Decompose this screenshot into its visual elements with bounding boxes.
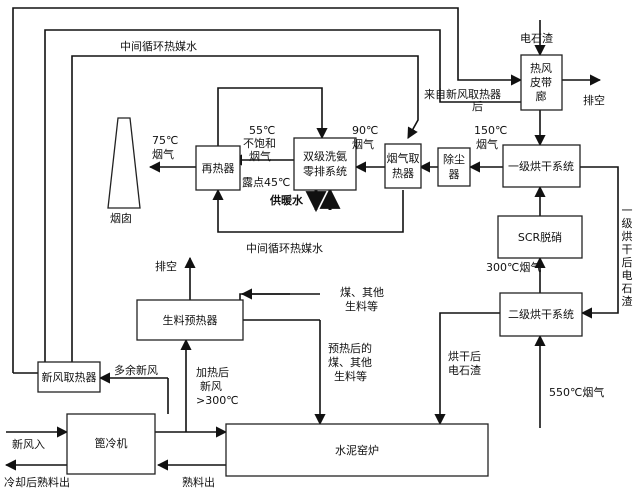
flue75-label-2: 烟气 xyxy=(152,147,174,161)
flue-heat-label-1: 烟气取 xyxy=(387,151,420,165)
flue300-label: 300℃烟气 xyxy=(486,260,541,274)
svg-text:级: 级 xyxy=(622,217,633,230)
svg-text:渣: 渣 xyxy=(622,294,633,308)
dried-carbide-label-2: 电石渣 xyxy=(448,363,481,377)
from-fresh-label-2: 后 xyxy=(472,100,483,113)
scrubber-label-1: 双级洗氨 xyxy=(303,150,347,163)
scrubber-box: 双级洗氨 零排系统 xyxy=(293,137,357,191)
belt-box: 热风 皮带 廊 xyxy=(520,54,563,111)
flue550-label: 550℃烟气 xyxy=(549,385,604,399)
coal-label-1: 煤、其他 xyxy=(340,286,384,299)
preheated-label-1: 预热后的 xyxy=(328,341,372,355)
fresh-air-box: 新风取热器 xyxy=(37,361,101,393)
clinker-out-label: 熟料出 xyxy=(182,475,215,489)
belt-label-1: 热风 xyxy=(530,62,552,75)
scrubber-label-2: 零排系统 xyxy=(303,164,347,178)
heated-air-label-2: 新风 xyxy=(200,379,222,393)
dust-box: 除尘 器 xyxy=(437,147,471,187)
heated-air-label-1: 加热后 xyxy=(196,366,229,379)
outer-loop-line xyxy=(12,7,523,373)
svg-text:干: 干 xyxy=(622,243,633,256)
preheater-label: 生料预热器 xyxy=(163,313,218,327)
flue75-label-1: 75℃ xyxy=(152,134,178,147)
kiln-box: 水泥窑炉 xyxy=(225,423,489,477)
exhaust-top-label: 排空 xyxy=(583,93,605,107)
svg-text:电: 电 xyxy=(622,269,633,282)
flue-heat-box: 烟气取 热器 xyxy=(384,143,422,189)
svg-text:石: 石 xyxy=(622,282,633,295)
flue150-label-1: 150℃ xyxy=(474,124,507,137)
coal-line xyxy=(239,293,320,300)
flue90-label-1: 90℃ xyxy=(352,124,378,137)
flue90-label-2: 烟气 xyxy=(352,137,374,151)
mid-loop-top-line xyxy=(44,29,521,362)
scr-label: SCR脱硝 xyxy=(518,230,562,244)
mid-loop-bottom-label: 中间循环热媒水 xyxy=(246,242,323,255)
cooled-out-label: 冷却后熟料出 xyxy=(4,475,70,489)
preheater-box: 生料预热器 xyxy=(136,299,244,341)
dryer2-box: 二级烘干系统 xyxy=(499,292,583,337)
exhaust-mid-label: 排空 xyxy=(155,259,177,273)
svg-text:一: 一 xyxy=(622,204,633,217)
preheated-label-2: 煤、其他 xyxy=(328,356,372,369)
flue55-label-3: 烟气 xyxy=(249,149,271,163)
surplus-air-label: 多余新风 xyxy=(114,363,158,377)
reheater-box: 再热器 xyxy=(195,145,241,191)
reheater-scrubber-top xyxy=(217,87,328,146)
mid-loop-bottom-line xyxy=(212,188,404,233)
dried-carbide-label-1: 烘干后 xyxy=(448,349,481,363)
svg-text:后: 后 xyxy=(622,256,633,269)
dryer2-kiln-line xyxy=(434,312,500,426)
dew-label: 露点45℃ xyxy=(242,176,290,189)
reheater-label: 再热器 xyxy=(202,162,235,175)
flue-heat-label-2: 热器 xyxy=(392,167,414,180)
dust-label-1: 除尘 xyxy=(443,152,465,166)
heated-air-label-3: >300℃ xyxy=(196,394,239,407)
coal-label-2: 生料等 xyxy=(345,299,378,313)
preheated-label-3: 生料等 xyxy=(334,369,367,383)
scr-box: SCR脱硝 xyxy=(497,215,583,259)
belt-label-2: 皮带 xyxy=(530,76,552,89)
cooler-label: 篦冷机 xyxy=(95,436,128,450)
fresh-air-label: 新风取热器 xyxy=(42,370,97,384)
mid-loop-top-label: 中间循环热媒水 xyxy=(120,40,197,53)
mid-loop-inner-line xyxy=(71,55,419,362)
kiln-label: 水泥窑炉 xyxy=(335,443,379,457)
chimney-label: 烟囱 xyxy=(110,211,132,225)
heating-water-label: 供暖水 xyxy=(269,193,304,207)
dust-label-2: 器 xyxy=(449,168,460,181)
flue150-label-2: 烟气 xyxy=(476,137,498,151)
carbide-label: 电石渣 xyxy=(520,31,553,45)
dryer2-label: 二级烘干系统 xyxy=(508,307,574,321)
dried-carbide-right-label: 一 级 烘 干 后 电 石 渣 xyxy=(622,204,633,308)
dryer1-label: 一级烘干系统 xyxy=(508,159,574,173)
fresh-in-label: 新风入 xyxy=(12,437,45,451)
dryer1-dryer2-line xyxy=(580,166,619,319)
svg-text:烘: 烘 xyxy=(622,229,633,243)
flue55-label-2: 不饱和 xyxy=(243,136,276,150)
belt-label-3: 廊 xyxy=(536,89,547,103)
dryer1-box: 一级烘干系统 xyxy=(502,144,581,188)
cooler-box: 篦冷机 xyxy=(66,413,156,475)
from-fresh-label-1: 来自新风取热器 xyxy=(424,87,501,101)
flue55-label-1: 55℃ xyxy=(249,124,275,137)
chimney xyxy=(107,117,141,209)
